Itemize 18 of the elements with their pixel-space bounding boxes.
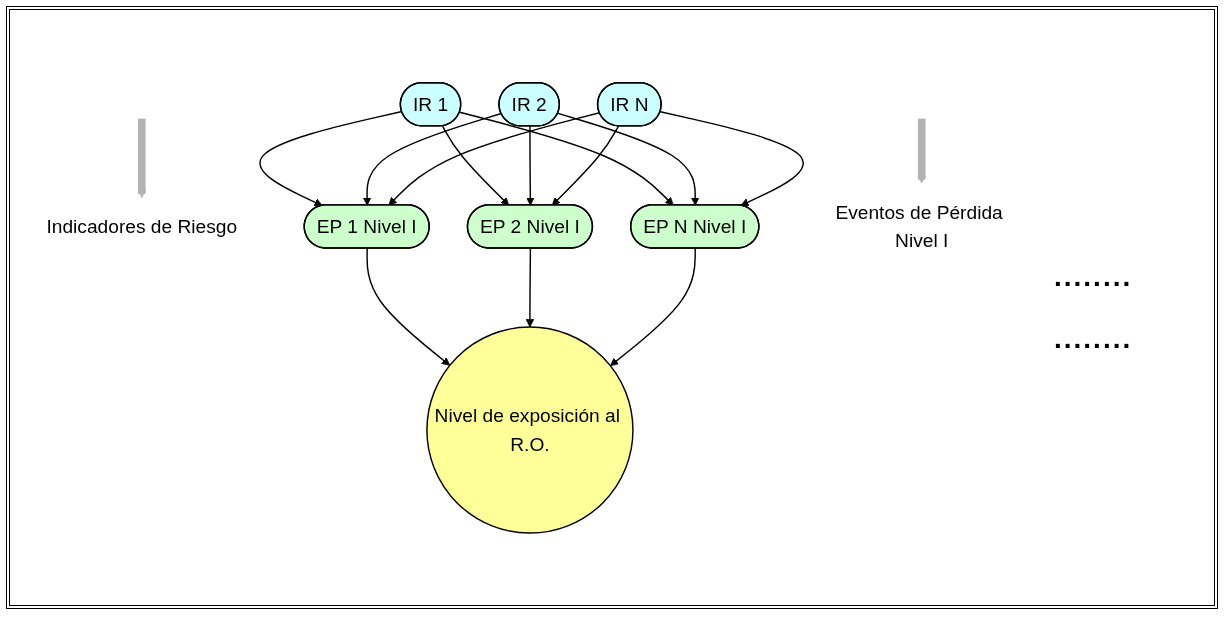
arrow [459,111,674,206]
arrow [526,125,535,206]
arrow [366,247,451,366]
arrow [259,110,403,206]
arrow [659,110,804,206]
arrow [388,111,601,206]
arrow [441,124,510,206]
arrow [557,112,700,206]
node-text: Eventos de Pérdida Nivel I [835,201,1003,251]
arrow [551,125,620,206]
frame-border: IR 1 IR 2 IR N Indicadores de Riesgo EP 1 Nivel I EP 2 Nivel I EP N Nivel I Eventos de Pérdida Nivel I Nivel de exposición al R.O. ........ ........ [6,6,1218,609]
arrow [362,112,503,206]
node-text: Indicadores de Riesgo [46,215,238,237]
arrow [610,247,696,366]
ellipsis-dots: ........ [1054,322,1134,355]
node-circle [426,325,634,534]
ellipsis-dots: ........ [1054,260,1134,293]
arrow [525,247,535,328]
